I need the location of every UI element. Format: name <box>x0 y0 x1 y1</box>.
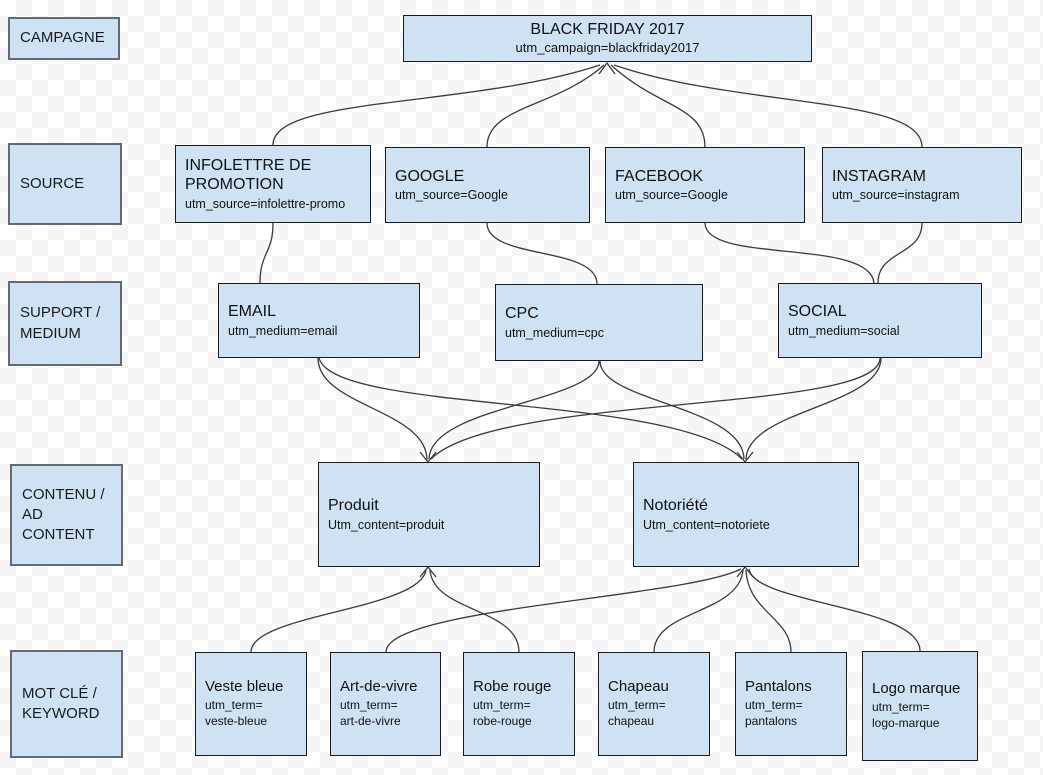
connector-facebook-campaign <box>610 64 706 148</box>
connector-logomarque-notoriete <box>748 568 921 652</box>
connector-infolettre-campaign <box>272 64 601 146</box>
connector-veste-produit <box>250 569 427 653</box>
arrowhead-up-notoriete <box>736 565 754 578</box>
node-title: Produit <box>328 497 379 515</box>
node-title: BLACK FRIDAY 2017 <box>530 20 685 38</box>
node-utm-code: utm_term= <box>473 697 531 712</box>
node-title: EMAIL <box>228 303 277 321</box>
arrowhead-up-campaign <box>598 61 616 75</box>
connector-robe-produit <box>429 569 520 653</box>
connector-email-notoriete <box>318 357 743 460</box>
node-utm-code: utm_term= <box>205 697 263 712</box>
node-utm-code: utm_medium=social <box>788 323 900 338</box>
node-utm-code: art-de-vivre <box>340 714 401 729</box>
node-utm-code: robe-rouge <box>473 714 532 729</box>
node-title: Robe rouge <box>473 678 552 696</box>
node-title: Chapeau <box>608 678 669 696</box>
row-label-contenu: CONTENU / AD CONTENT <box>10 464 123 566</box>
row-label-campagne: CAMPAGNE <box>8 17 120 60</box>
connector-social-notoriete <box>745 357 882 461</box>
node-keyword-robe-rouge: Robe rouge utm_term= robe-rouge <box>463 652 575 756</box>
node-utm-code: Utm_content=produit <box>328 517 445 532</box>
node-utm-code: pantalons <box>745 714 798 729</box>
row-label-text: SOURCE <box>20 174 85 192</box>
node-title: CPC <box>505 305 539 323</box>
row-label-text: CONTENU / <box>22 485 105 503</box>
connector-facebook-social <box>704 222 875 284</box>
node-utm-code: utm_medium=email <box>228 323 338 338</box>
node-medium-email: EMAIL utm_medium=email <box>218 283 420 358</box>
node-keyword-pantalons: Pantalons utm_term= pantalons <box>735 652 847 756</box>
connector-cpc-produit <box>428 360 600 460</box>
row-label-text: CONTENT <box>22 526 95 544</box>
node-utm-code: utm_source=Google <box>395 188 508 203</box>
node-utm-code: utm_term= <box>745 697 803 712</box>
node-utm-code: utm_term= <box>872 699 930 714</box>
connector-infolettre-email <box>259 222 274 284</box>
node-source-infolettre: INFOLETTRE DE PROMOTION utm_source=infol… <box>175 145 371 223</box>
connector-email-produit <box>317 357 428 461</box>
node-source-instagram: INSTAGRAM utm_source=instagram <box>822 147 1022 223</box>
connector-google-cpc <box>486 222 598 285</box>
node-keyword-veste-bleue: Veste bleue utm_term= veste-bleue <box>195 652 307 756</box>
node-utm-code: utm_medium=cpc <box>505 325 604 340</box>
node-utm-code: utm_source=instagram <box>832 188 960 203</box>
node-medium-cpc: CPC utm_medium=cpc <box>495 284 703 361</box>
node-source-facebook: FACEBOOK utm_source=Google <box>605 147 805 223</box>
node-utm-code: logo-marque <box>872 716 940 731</box>
arrowhead-up-produit <box>419 565 437 578</box>
node-utm-code: veste-bleue <box>205 714 268 729</box>
node-title: GOOGLE <box>395 167 465 185</box>
node-title: Art-de-vivre <box>340 678 418 696</box>
node-title: Notoriété <box>643 497 708 515</box>
connector-chapeau-notoriete <box>653 569 744 653</box>
node-title: INFOLETTRE DE PROMOTION <box>185 156 312 194</box>
connector-instagram-campaign <box>613 64 923 148</box>
connector-pantalons-notoriete <box>745 569 792 653</box>
row-label-text: AD <box>22 505 43 523</box>
node-source-google: GOOGLE utm_source=Google <box>385 147 590 223</box>
row-label-text: MOT CLÉ / <box>22 684 97 702</box>
node-utm-code: utm_term= <box>340 697 398 712</box>
node-title: Logo marque <box>872 680 961 698</box>
connector-cpc-notoriete <box>599 360 745 460</box>
node-title: Pantalons <box>745 678 812 696</box>
node-campaign-blackfriday2017: BLACK FRIDAY 2017 utm_campaign=blackfrid… <box>403 15 812 62</box>
row-label-text: CAMPAGNE <box>20 29 105 47</box>
connector-google-campaign <box>486 64 605 148</box>
node-utm-code: utm_term= <box>608 697 666 712</box>
connector-artdevivre-notoriete <box>385 568 742 653</box>
connector-social-produit <box>430 357 881 460</box>
node-keyword-art-de-vivre: Art-de-vivre utm_term= art-de-vivre <box>330 652 441 756</box>
node-utm-code: chapeau <box>608 714 655 729</box>
node-utm-code: utm_campaign=blackfriday2017 <box>515 40 700 56</box>
node-utm-code: utm_source=Google <box>615 188 728 203</box>
node-content-produit: Produit Utm_content=produit <box>318 462 540 567</box>
connector-instagram-social <box>877 222 923 284</box>
node-keyword-chapeau: Chapeau utm_term= chapeau <box>598 652 710 756</box>
node-title: SOCIAL <box>788 303 847 321</box>
node-utm-code: utm_source=infolettre-promo <box>185 196 346 211</box>
node-utm-code: Utm_content=notoriete <box>643 517 770 532</box>
row-label-text: KEYWORD <box>22 705 100 722</box>
node-title: FACEBOOK <box>615 167 704 185</box>
row-label-text: MEDIUM <box>20 324 81 342</box>
row-label-support-medium: SUPPORT / MEDIUM <box>8 281 122 366</box>
row-label-source: SOURCE <box>8 143 122 225</box>
node-title: INSTAGRAM <box>832 167 926 185</box>
node-content-notoriete: Notoriété Utm_content=notoriete <box>633 462 859 567</box>
node-medium-social: SOCIAL utm_medium=social <box>778 283 982 358</box>
row-label-mot-cle: MOT CLÉ / KEYWORD <box>10 650 123 758</box>
row-label-text: SUPPORT / <box>20 304 101 322</box>
node-keyword-logo-marque: Logo marque utm_term= logo-marque <box>862 651 978 761</box>
node-title: Veste bleue <box>205 678 284 696</box>
